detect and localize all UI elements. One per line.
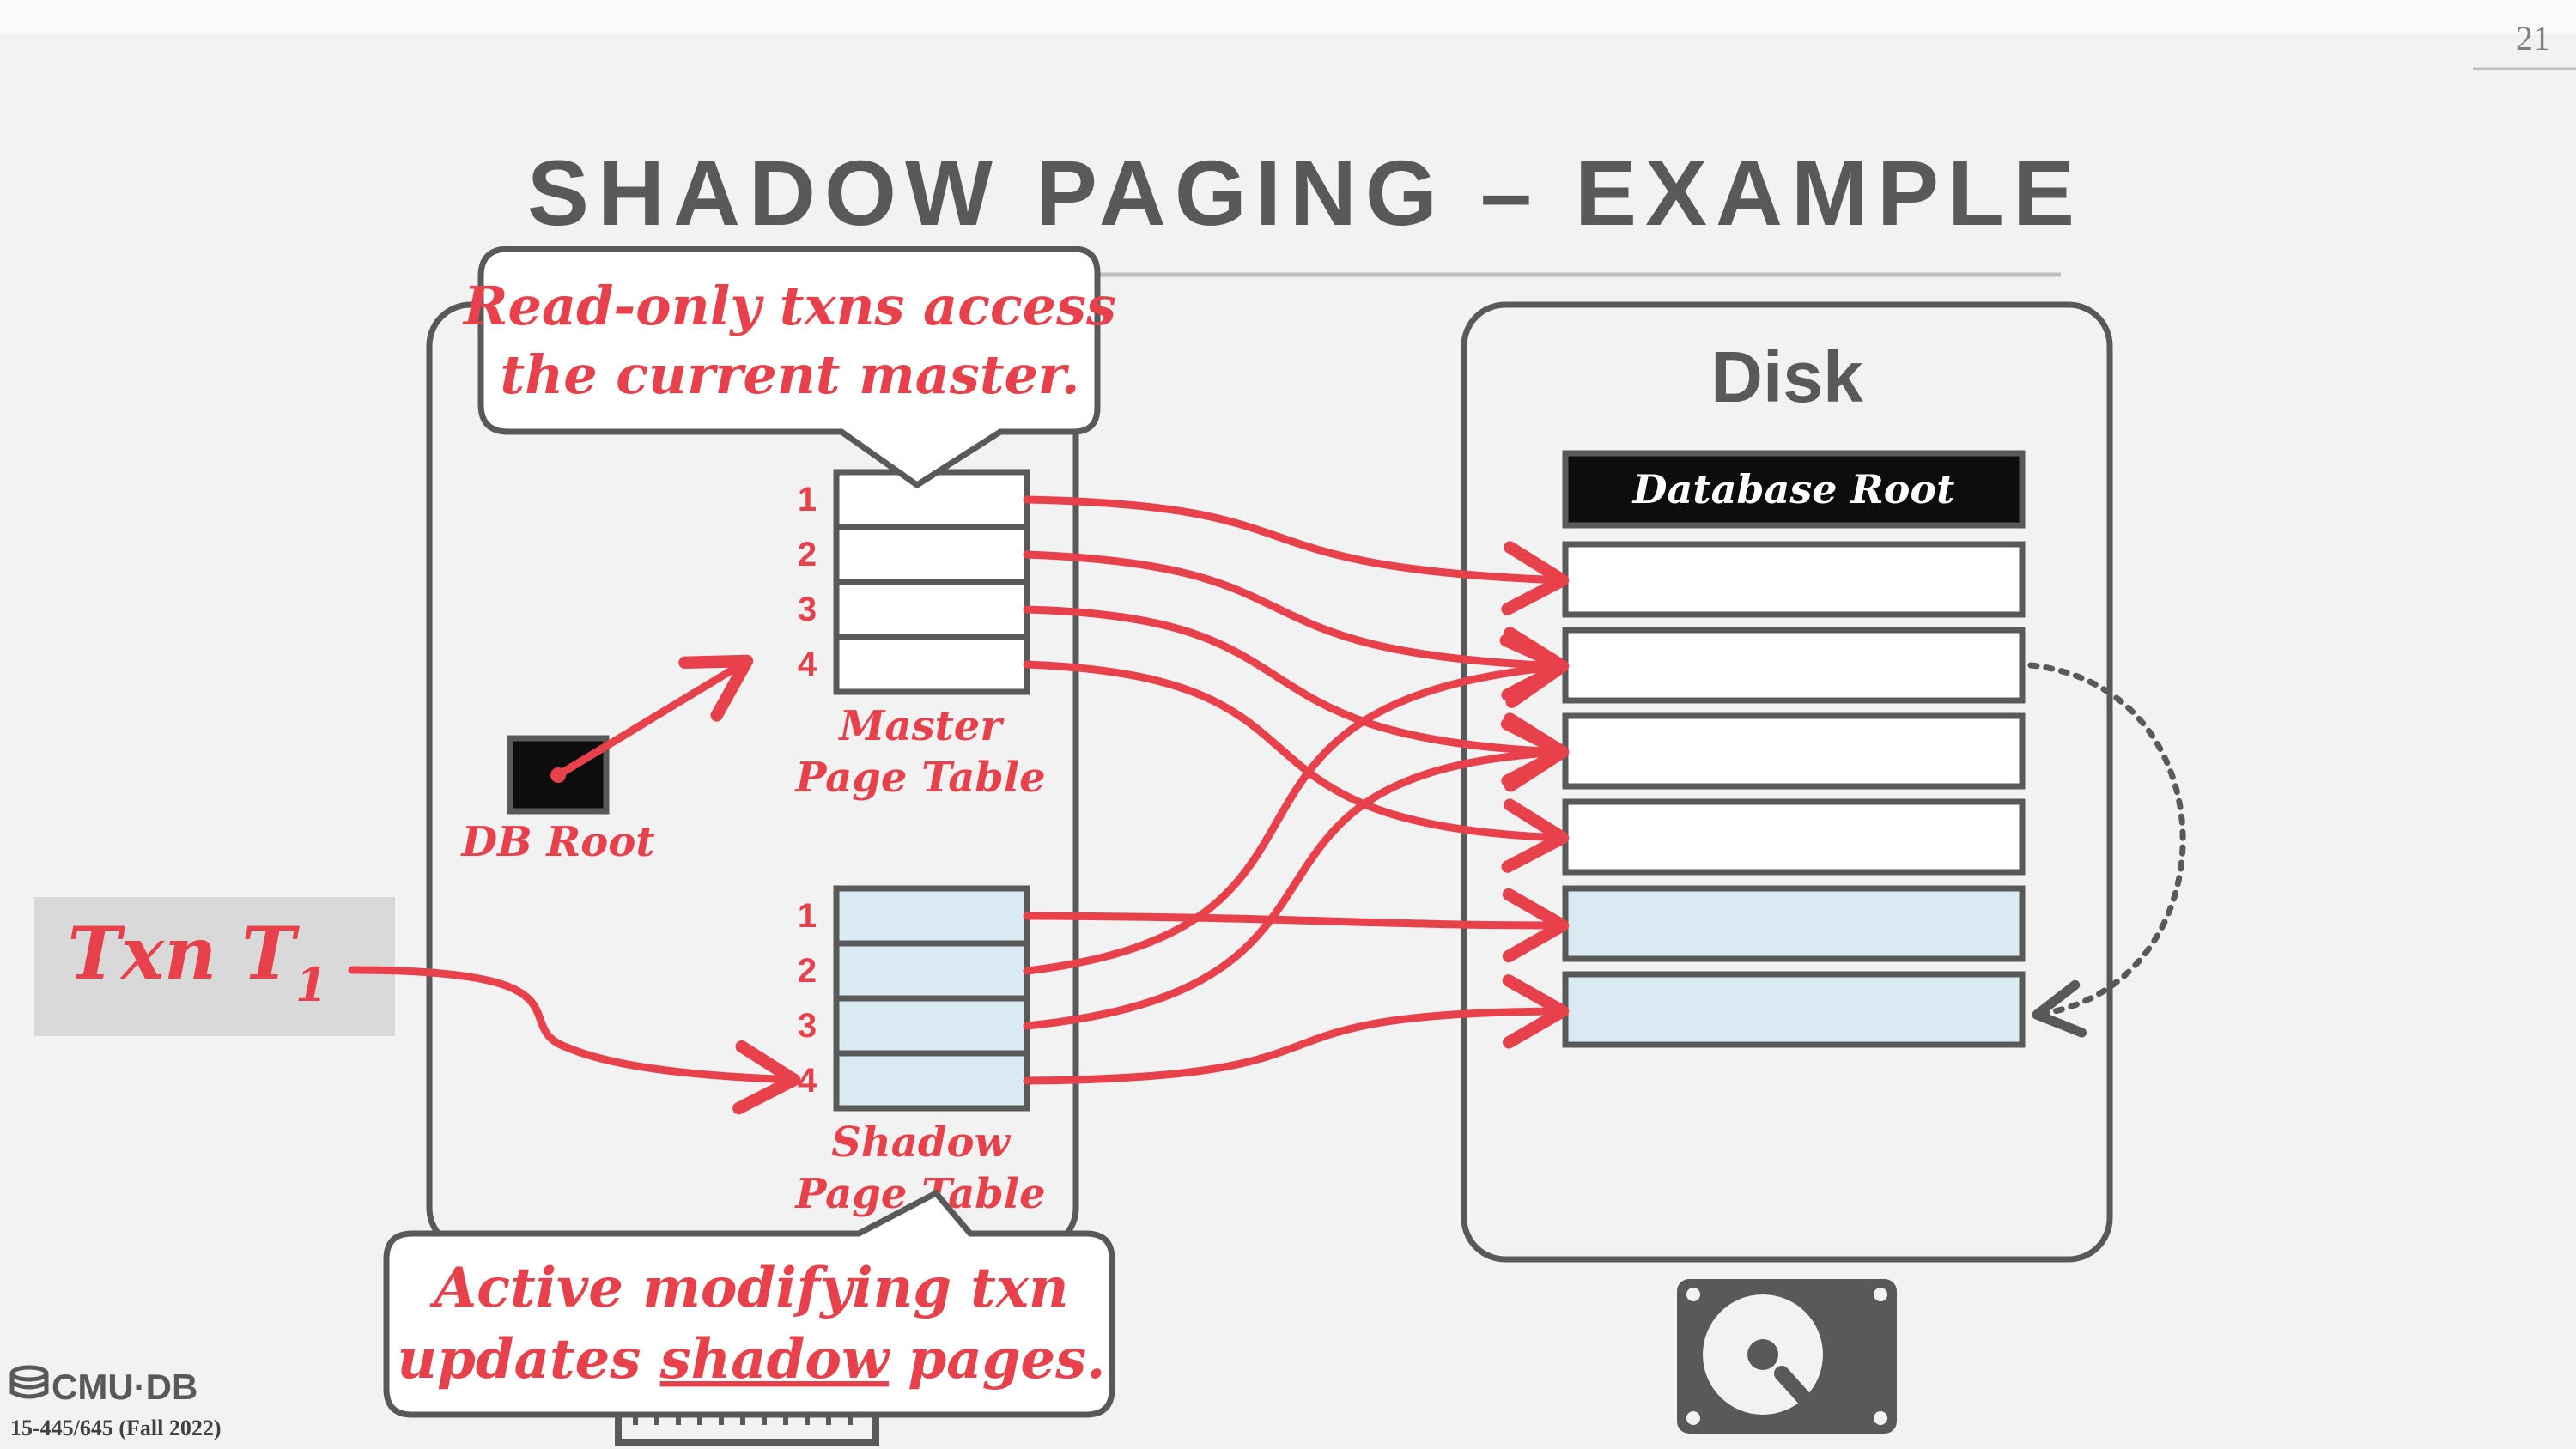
slide-frame-top (0, 0, 2576, 34)
hard-drive-icon (1677, 1279, 1897, 1434)
bottom-callout-line2: updates shadow pages. (398, 1327, 1106, 1391)
shadow-pointer-2 (1023, 634, 1570, 975)
master-row-label-1: 1 (798, 481, 817, 518)
shadow-pointer-3 (1023, 718, 1570, 1030)
disk-page-4 (1562, 798, 2026, 876)
disk-page-2 (1562, 627, 2026, 704)
shadow-page-table (833, 885, 1030, 1112)
master-pointer-2 (1023, 550, 1570, 701)
bottom-callout-line1: Active modifying txn (430, 1256, 1069, 1320)
master-row-2 (833, 524, 1030, 585)
shadow-pointer-4 (1023, 974, 1570, 1085)
master-pointers (1023, 495, 1570, 873)
bottom-callout-bubble (383, 1189, 1115, 1418)
shadow-pointers (1023, 634, 1570, 1085)
bottom-callout: Active modifying txn updates shadow page… (383, 1189, 1115, 1418)
master-pointer-4 (1023, 660, 1570, 873)
shadow-row-label-4: 4 (798, 1062, 817, 1100)
master-row-label-2: 2 (798, 536, 817, 573)
txn-label-sub: 1 (295, 957, 328, 1012)
db-root-pointer-arrow (554, 654, 754, 779)
page-title: SHADOW PAGING – EXAMPLE (527, 141, 2083, 245)
master-row-4 (833, 634, 1030, 695)
master-page-table (833, 469, 1030, 695)
master-pointer-3 (1023, 605, 1570, 787)
shadow-row-1 (833, 885, 1030, 947)
disk-shadow-page-1 (1562, 885, 2026, 962)
footer-logo-text: CMU·DB (52, 1367, 197, 1407)
top-callout: Read-only txns access the current master… (462, 246, 1116, 489)
master-pointer-1 (1023, 495, 1570, 615)
top-callout-line2: the current master. (501, 343, 1080, 406)
disk-container (1461, 301, 2113, 1263)
master-table-label-line1: Master (837, 702, 1005, 750)
disk-shadow-page-2 (1562, 971, 2026, 1048)
db-root-label: DB Root (460, 818, 655, 866)
shadow-pointer-1 (1023, 888, 1570, 963)
master-row-3 (833, 579, 1030, 640)
master-row-label-3: 3 (798, 591, 817, 628)
shadow-row-label-3: 3 (798, 1007, 817, 1045)
shadow-row-label-1: 1 (798, 897, 817, 935)
shadow-table-label-line1: Shadow (831, 1119, 1011, 1167)
txn-label-main: Txn T (68, 911, 301, 996)
bottom-callout-line2-pre: updates (398, 1327, 660, 1391)
footer-logo: CMU·DB 15-445/645 (Fall 2022) (9, 1365, 222, 1440)
master-row-1 (833, 469, 1030, 530)
bottom-callout-line2-post: pages. (889, 1327, 1105, 1391)
disk-page-3 (1562, 712, 2026, 790)
master-table-label-line2: Page Table (793, 754, 1045, 802)
shadow-row-3 (833, 995, 1030, 1057)
shadow-row-2 (833, 940, 1030, 1002)
txn-pointer-arrow (348, 966, 801, 1115)
shadow-row-4 (833, 1050, 1030, 1112)
disk-title: Disk (1710, 336, 1863, 417)
disk-database-root (1562, 450, 2026, 529)
shadow-row-label-2: 2 (798, 952, 817, 990)
database-icon (9, 1365, 49, 1399)
top-callout-line1: Read-only txns access (462, 275, 1116, 337)
database-root-label: Database Root (1631, 466, 1955, 512)
top-callout-bubble (477, 246, 1101, 489)
slide-number: 21 (2516, 19, 2550, 58)
txn-label: Txn T1 (68, 911, 328, 1012)
disk-copy-dotted-arrow (2027, 662, 2186, 1038)
txn-box (34, 897, 395, 1036)
bottom-callout-underlined-word: shadow (659, 1327, 890, 1391)
disk-page-1 (1562, 541, 2026, 618)
master-row-label-4: 4 (798, 646, 817, 683)
footer-course: 15-445/645 (Fall 2022) (10, 1416, 222, 1440)
